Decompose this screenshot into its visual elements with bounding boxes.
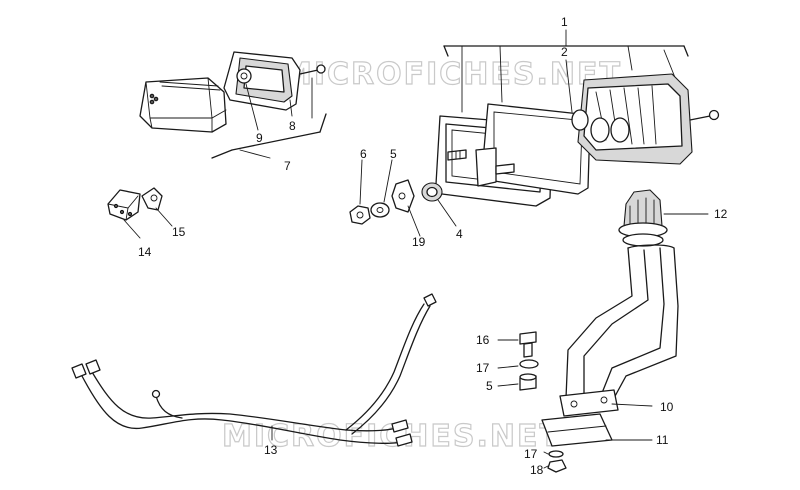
callout-11: 11 <box>656 433 669 447</box>
callout-10: 10 <box>660 400 674 414</box>
callout-13: 13 <box>264 443 278 457</box>
rear-lamp-assembly <box>435 29 720 207</box>
watermark-bottom: MICROFICHES.NET <box>222 419 562 454</box>
callout-15: 15 <box>172 225 186 239</box>
small-lamp-assembly <box>139 51 327 159</box>
callout-12: 12 <box>714 207 728 221</box>
callout-14: 14 <box>138 245 152 259</box>
callout-17-lower: 17 <box>524 447 538 461</box>
connector-and-bracket <box>107 187 173 239</box>
callout-5-upper: 5 <box>390 147 397 161</box>
callout-1: 1 <box>561 15 568 29</box>
wiring-harness <box>71 293 437 447</box>
callout-4: 4 <box>456 227 463 241</box>
callout-labels: 1 2 4 5 5 6 7 8 9 10 11 12 13 14 15 16 1… <box>138 15 728 477</box>
fastener-set <box>349 159 457 237</box>
callout-5-lower: 5 <box>486 379 493 393</box>
watermark-top: MICROFICHES.NET <box>282 57 622 92</box>
callout-16: 16 <box>476 333 490 347</box>
callout-6: 6 <box>360 147 367 161</box>
callout-2: 2 <box>561 45 568 59</box>
callout-7: 7 <box>284 159 291 173</box>
callout-19: 19 <box>412 235 426 249</box>
support-bracket-assembly <box>497 189 709 473</box>
callout-18: 18 <box>530 463 544 477</box>
callout-17-upper: 17 <box>476 361 490 375</box>
callout-8: 8 <box>289 119 296 133</box>
callout-9: 9 <box>256 131 263 145</box>
